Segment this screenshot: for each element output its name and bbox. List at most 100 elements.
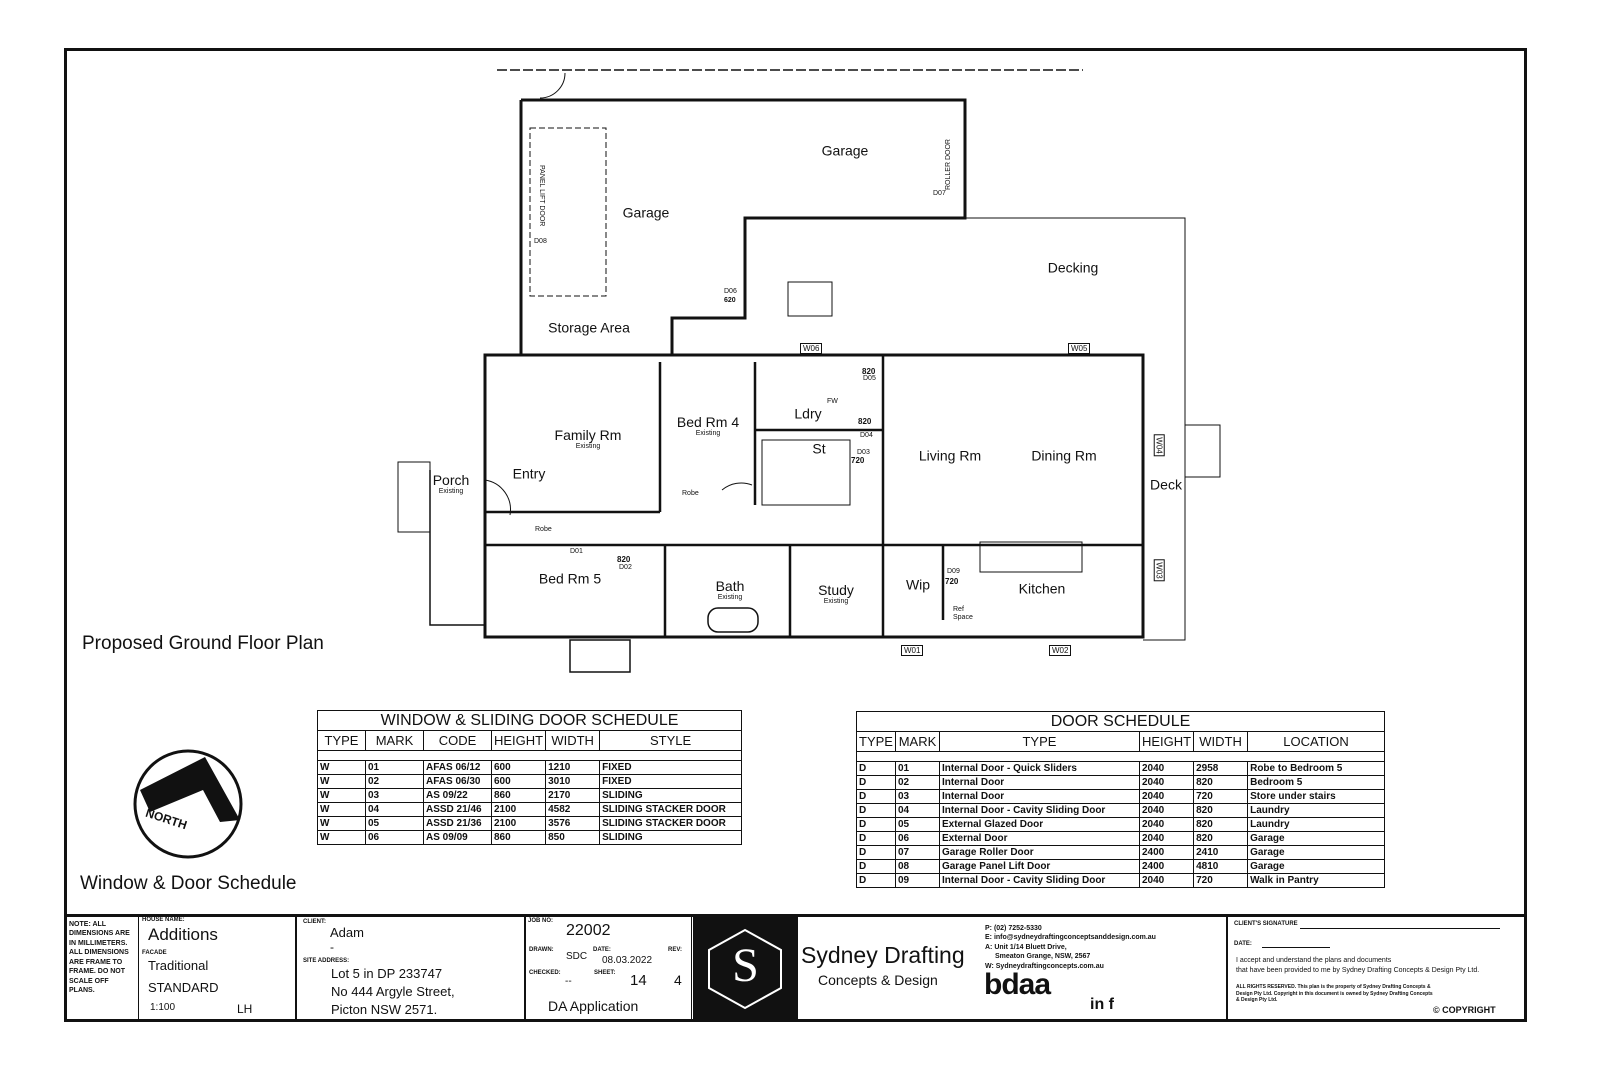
- status: DA Application: [548, 998, 639, 1014]
- accept-2: that have been provided to me by Sydney …: [1236, 966, 1480, 974]
- table-cell: ASSD 21/36: [423, 816, 492, 831]
- site-address-2: No 444 Argyle Street,: [331, 984, 455, 999]
- table-cell: D: [856, 873, 896, 888]
- table-cell: 09: [894, 873, 940, 888]
- room-sub: Existing: [695, 429, 721, 437]
- room-wip: Wip: [905, 576, 931, 593]
- table-cell: D: [856, 831, 896, 846]
- date: 08.03.2022: [602, 955, 653, 966]
- logo-letter: S: [732, 939, 759, 992]
- door-mark: D03: [857, 449, 870, 456]
- table-cell: 850: [545, 830, 601, 845]
- house-name-label: HOUSE NAME:: [142, 917, 185, 923]
- table-cell: 2040: [1138, 803, 1195, 818]
- table-cell: Internal Door: [938, 789, 1140, 804]
- table-cell: 2040: [1138, 789, 1195, 804]
- table-cell: 03: [365, 788, 424, 803]
- room-store: St: [812, 440, 826, 457]
- table-cell: ASSD 21/46: [423, 802, 492, 817]
- table-cell: 2400: [1138, 859, 1195, 874]
- room-bed5: Bed Rm 5: [538, 570, 602, 587]
- room-dining: Dining Rm: [1031, 447, 1097, 464]
- door-width: 820: [862, 367, 876, 376]
- table-cell: 07: [894, 845, 940, 860]
- table-cell: 2040: [1138, 831, 1195, 846]
- rights-text: ALL RIGHTS RESERVED. This plan is the pr…: [1236, 984, 1433, 1003]
- table-cell: Garage Panel Lift Door: [938, 859, 1140, 874]
- door-mark: D05: [863, 375, 876, 382]
- room-label: Porch: [432, 471, 470, 488]
- roller-door-note: ROLLER DOOR: [945, 139, 952, 190]
- table-cell: SLIDING STACKER DOOR: [599, 816, 742, 831]
- site-address-3: Picton NSW 2571.: [331, 1002, 438, 1017]
- north-arrow: [133, 749, 243, 859]
- door-width: 820: [617, 555, 631, 564]
- column-header: MARK: [894, 731, 940, 752]
- table-cell: AS 09/22: [423, 788, 492, 803]
- room-sub: Existing: [823, 597, 849, 605]
- sheet-label: SHEET:: [594, 970, 616, 976]
- table-cell: W: [317, 774, 366, 789]
- table-cell: 4810: [1193, 859, 1249, 874]
- website[interactable]: W: Sydneydraftingconcepts.com.au: [985, 962, 1104, 970]
- room-garage-2: Garage: [622, 204, 670, 221]
- client-label: CLIENT:: [303, 919, 326, 925]
- door-width: 720: [851, 456, 865, 465]
- window-tag-w02: W02: [1049, 645, 1072, 656]
- table-cell: 02: [365, 774, 424, 789]
- date-label: DATE:: [593, 947, 611, 953]
- schedule-title: Window & Door Schedule: [80, 873, 297, 894]
- table-cell: Internal Door - Cavity Sliding Door: [938, 873, 1140, 888]
- date-line: [1262, 947, 1330, 948]
- room-sub: Existing: [438, 487, 464, 495]
- floor-waste-label: FW: [827, 398, 838, 405]
- table-cell: D: [856, 859, 896, 874]
- table-cell: Laundry: [1247, 803, 1385, 818]
- table-cell: Robe to Bedroom 5: [1247, 761, 1385, 776]
- house-block: [138, 916, 296, 1020]
- checked-label: CHECKED:: [529, 970, 561, 976]
- facade-label: FACADE: [142, 950, 167, 956]
- table-cell: 2400: [1138, 845, 1195, 860]
- table-cell: W: [317, 760, 366, 775]
- drawing-title: Proposed Ground Floor Plan: [82, 633, 324, 654]
- table-cell: 820: [1193, 817, 1249, 832]
- door-mark: D07: [933, 190, 946, 197]
- table-cell: D: [856, 789, 896, 804]
- note-text: NOTE: ALL DIMENSIONS ARE IN MILLIMETERS.…: [69, 921, 130, 995]
- table-cell: 720: [1193, 873, 1249, 888]
- email[interactable]: E: info@sydneydraftingconceptsanddesign.…: [985, 934, 1156, 942]
- door-mark: D08: [534, 238, 547, 245]
- table-cell: Garage: [1247, 845, 1385, 860]
- copyright: © COPYRIGHT: [1433, 1005, 1496, 1015]
- room-garage: Garage: [821, 142, 869, 159]
- table-cell: AFAS 06/12: [423, 760, 492, 775]
- column-header: HEIGHT: [490, 730, 547, 751]
- column-header: CODE: [423, 730, 492, 751]
- table-cell: 820: [1193, 803, 1249, 818]
- room-living: Living Rm: [918, 447, 982, 464]
- sheet: 14: [630, 972, 647, 989]
- company-subtitle: Concepts & Design: [818, 972, 938, 988]
- table-cell: W: [317, 816, 366, 831]
- spacer-row: [856, 751, 1385, 762]
- door-mark: D09: [947, 568, 960, 575]
- table-cell: 860: [490, 830, 547, 845]
- table-cell: 2100: [490, 816, 547, 831]
- table-cell: 02: [894, 775, 940, 790]
- table-cell: Bedroom 5: [1247, 775, 1385, 790]
- signature-line: [1300, 928, 1500, 929]
- site-address-1: Lot 5 in DP 233747: [331, 966, 443, 981]
- door-width: 820: [858, 417, 872, 426]
